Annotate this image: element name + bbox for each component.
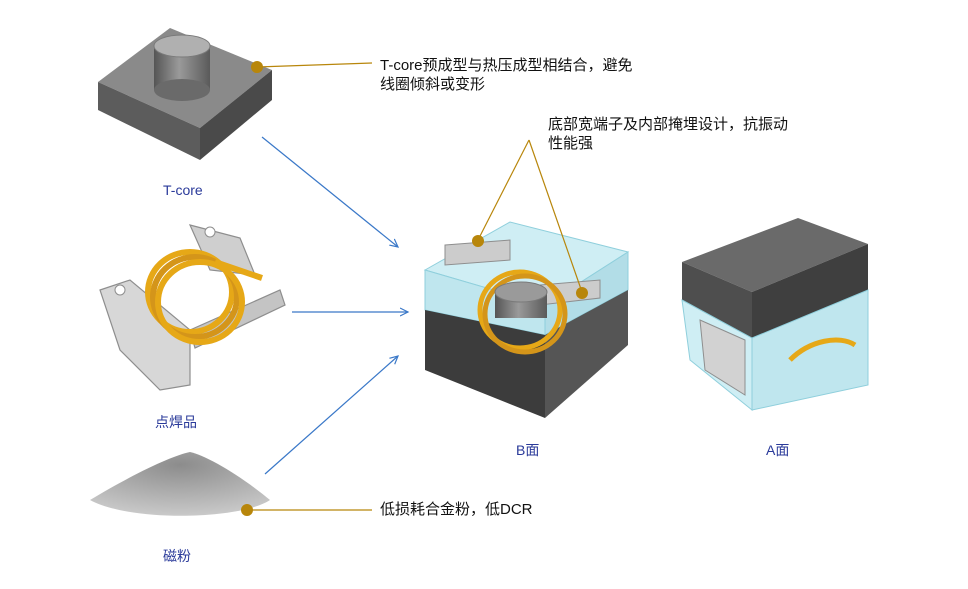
label-b-face: B面 bbox=[516, 442, 540, 458]
note-terminal-line1: 底部宽端子及内部掩埋设计，抗振动 bbox=[548, 116, 789, 133]
tcore-illustration bbox=[98, 28, 272, 160]
leader-lines bbox=[241, 61, 588, 516]
note-tcore-line2: 线圈倾斜或变形 bbox=[380, 76, 486, 93]
a-face-illustration bbox=[681, 218, 869, 412]
label-tcore: T-core bbox=[163, 182, 203, 198]
flow-arrows bbox=[261, 136, 408, 475]
arrow-tcore bbox=[261, 136, 398, 247]
b-face-illustration bbox=[423, 221, 630, 418]
leader-dot-terminal-2 bbox=[576, 287, 588, 299]
note-tcore-line1: T-core预成型与热压成型相结合，避免 bbox=[380, 57, 633, 74]
welded-part-illustration bbox=[99, 224, 286, 391]
powder-illustration bbox=[90, 452, 270, 516]
arrow-powder bbox=[264, 356, 398, 475]
leader-dot-terminal-1 bbox=[472, 235, 484, 247]
note-tcore: T-core预成型与热压成型相结合，避免 线圈倾斜或变形 bbox=[380, 56, 633, 94]
label-a-face: A面 bbox=[766, 442, 790, 458]
note-terminal-line2: 性能强 bbox=[548, 135, 594, 152]
leader-dot-tcore bbox=[251, 61, 263, 73]
label-welded: 点焊品 bbox=[155, 414, 197, 430]
leader-dot-powder bbox=[241, 504, 253, 516]
note-powder: 低损耗合金粉，低DCR bbox=[380, 501, 533, 518]
label-powder: 磁粉 bbox=[163, 548, 191, 564]
note-terminal: 底部宽端子及内部掩埋设计，抗振动 性能强 bbox=[548, 115, 788, 153]
